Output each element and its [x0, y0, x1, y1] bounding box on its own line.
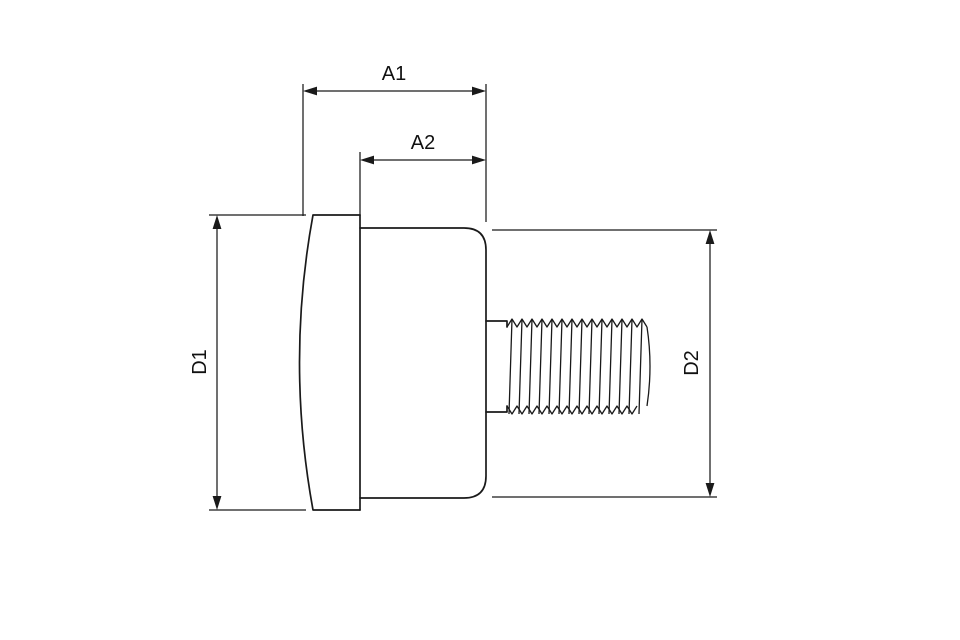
thread-flank-lines	[508, 318, 643, 415]
stud-end-curve	[646, 326, 651, 407]
dim-label-a1: A1	[382, 63, 406, 85]
dimension-a1: A1	[302, 63, 487, 222]
a2-arrowhead-left	[360, 155, 374, 165]
d1-arrowhead-top	[212, 215, 222, 229]
a2-arrowhead-right	[472, 155, 486, 165]
d2-arrowhead-bottom	[705, 483, 715, 497]
a1-arrowhead-right	[472, 86, 486, 96]
d2-arrowhead-top	[705, 230, 715, 244]
d1-arrowhead-bottom	[212, 496, 222, 510]
stud-shank	[485, 320, 508, 413]
dim-label-d1: D1	[189, 349, 211, 375]
dimension-d2: D2	[492, 229, 717, 498]
a1-arrowhead-left	[303, 86, 317, 96]
cap-outline	[298, 214, 361, 511]
thread-crests-top	[506, 318, 648, 328]
thread-crests-bottom	[506, 405, 638, 415]
dimension-a2: A2	[359, 132, 486, 215]
part-outline	[298, 214, 651, 511]
dimension-d1: D1	[189, 214, 306, 511]
threaded-stud	[485, 318, 651, 415]
dim-label-d2: D2	[681, 350, 703, 376]
body-outline	[359, 227, 487, 499]
dim-label-a2: A2	[411, 132, 435, 154]
